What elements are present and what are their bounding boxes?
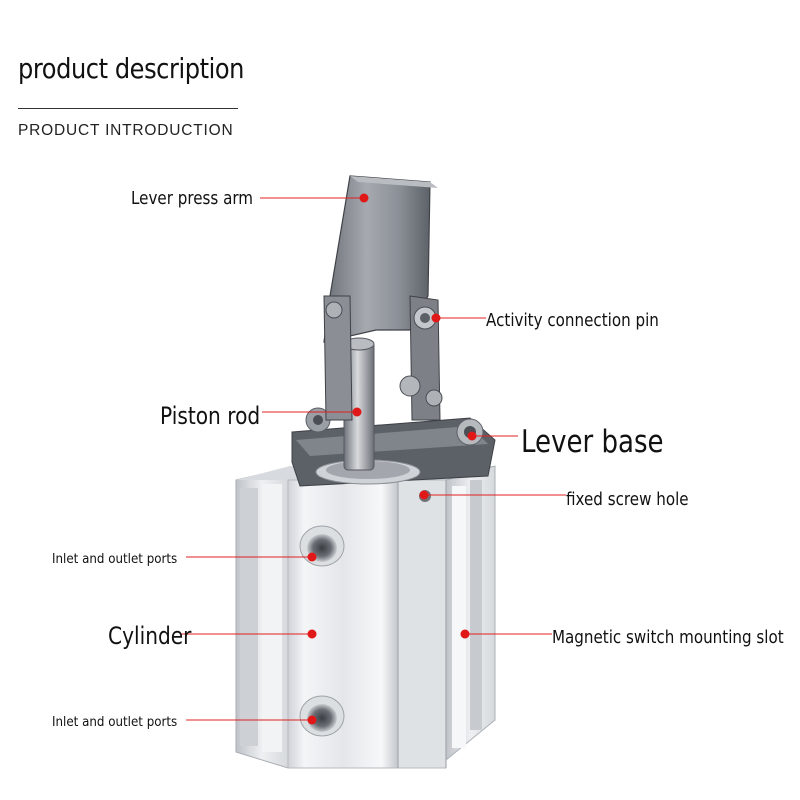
label-inlet-port-top: Inlet and outlet ports bbox=[52, 551, 178, 567]
marker-lever-base bbox=[467, 431, 477, 441]
label-fixed-screw-hole: fixed screw hole bbox=[566, 489, 689, 510]
cylinder-body bbox=[235, 465, 496, 769]
page-subtitle: PRODUCT INTRODUCTION bbox=[18, 122, 234, 139]
page-title: product description bbox=[18, 52, 244, 85]
label-activity-connection-pin: Activity connection pin bbox=[486, 310, 659, 331]
inlet-port-bottom bbox=[299, 695, 345, 737]
marker-fixed-screw-hole bbox=[419, 490, 429, 500]
lever-press-arm bbox=[323, 175, 443, 421]
label-magnetic-switch-slot: Magnetic switch mounting slot bbox=[552, 627, 784, 648]
marker-magnetic-switch-slot bbox=[460, 629, 470, 639]
inlet-port-top bbox=[299, 525, 345, 567]
marker-activity-connection-pin bbox=[431, 313, 441, 323]
label-lever-press-arm: Lever press arm bbox=[131, 188, 254, 209]
marker-cylinder bbox=[307, 629, 317, 639]
title-divider bbox=[18, 108, 238, 109]
marker-lever-press-arm bbox=[359, 193, 369, 203]
leader-lines bbox=[180, 197, 566, 721]
label-lever-base: Lever base bbox=[521, 424, 664, 460]
marker-inlet-port-top bbox=[307, 552, 317, 562]
label-cylinder: Cylinder bbox=[108, 622, 192, 650]
label-piston-rod: Piston rod bbox=[160, 402, 261, 430]
marker-inlet-port-bottom bbox=[307, 715, 317, 725]
label-inlet-port-bottom: Inlet and outlet ports bbox=[52, 714, 178, 730]
marker-piston-rod bbox=[352, 407, 362, 417]
